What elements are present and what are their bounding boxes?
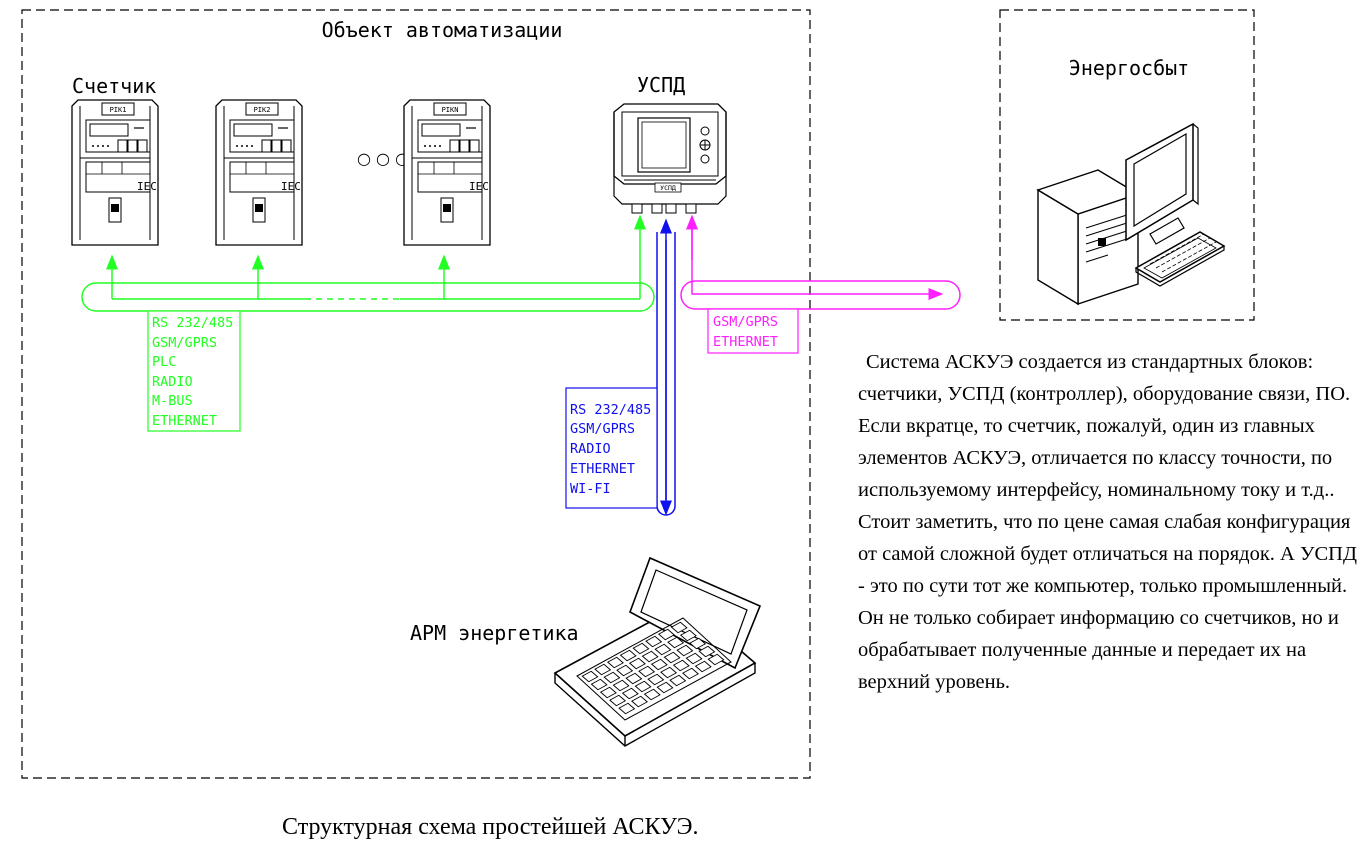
- laptop-key: [669, 674, 687, 687]
- laptop-key: [654, 643, 672, 656]
- laptop-key: [632, 642, 650, 655]
- laptop-key: [618, 702, 636, 715]
- meter-1-tag: PIK1: [110, 106, 127, 114]
- laptop-key: [619, 649, 637, 662]
- laptop-key: [679, 629, 697, 642]
- energosbyt-link: [680, 214, 961, 310]
- energosbyt-proto-2: ETHERNET: [713, 334, 778, 350]
- meters-bus: [81, 214, 655, 312]
- workstation-link-protocols: RS 232/485 GSM/GPRS RADIO ETHERNET WI-FI: [565, 387, 659, 509]
- workstation-proto-3: RADIO: [570, 441, 611, 457]
- laptop-key: [658, 628, 675, 641]
- laptop-key: [609, 694, 627, 707]
- uspd-label: УСПД: [637, 73, 685, 97]
- meters-bus-protocols: RS 232/485 GSM/GPRS PLC RADIO M-BUS ETHE…: [147, 310, 241, 432]
- energosbyt-computer: [1037, 123, 1225, 305]
- workstation-proto-4: ETHERNET: [570, 461, 635, 477]
- laptop-key: [667, 636, 685, 649]
- laptop-key: [590, 678, 608, 691]
- figure-caption: Структурная схема простейшей АСКУЭ.: [282, 814, 699, 840]
- energosbyt-link-protocols: GSM/GPRS ETHERNET: [707, 308, 799, 354]
- laptop-key: [647, 673, 665, 686]
- meter-2-tag: PIK2: [254, 106, 271, 114]
- laptop-key: [634, 680, 652, 693]
- laptop-key: [643, 688, 661, 701]
- meters-bus-proto-4: RADIO: [152, 374, 193, 390]
- workstation-proto-5: WI-FI: [570, 481, 611, 497]
- meter-n: PIKN IEC: [403, 99, 491, 246]
- meters-bus-proto-5: M-BUS: [152, 393, 193, 409]
- workstation-proto-1: RS 232/485: [570, 402, 651, 418]
- meter-n-iface: IEC: [469, 180, 489, 193]
- meter-group-label: Счетчик: [72, 74, 156, 98]
- laptop-key: [616, 664, 634, 677]
- laptop-key: [603, 671, 621, 684]
- laptop-key: [594, 663, 612, 676]
- meters-bus-proto-6: ETHERNET: [152, 413, 217, 429]
- laptop-key: [628, 657, 646, 670]
- zone-automation-object: [21, 9, 811, 779]
- meters-bus-proto-3: PLC: [152, 354, 176, 370]
- laptop-key: [607, 656, 624, 669]
- workstation-laptop: [554, 557, 761, 747]
- laptop-key: [672, 659, 690, 672]
- meter-1: PIK1 IEC: [71, 99, 159, 246]
- meter-2: PIK2 IEC: [215, 99, 303, 246]
- zone-energosbyt: [999, 9, 1255, 321]
- laptop-key: [650, 658, 668, 671]
- laptop-key: [599, 686, 617, 699]
- meter-n-tag: PIKN: [442, 106, 459, 114]
- workstation-label: АРМ энергетика: [410, 621, 579, 645]
- description-text: Система АСКУЭ создается из стандартных б…: [858, 346, 1358, 698]
- laptop-key: [660, 666, 678, 679]
- laptop-key: [663, 651, 681, 664]
- laptop-key: [682, 667, 699, 680]
- laptop-key: [670, 621, 688, 634]
- laptop-key: [631, 695, 648, 708]
- laptop-key: [656, 681, 674, 694]
- meters-ellipsis: ○ ○ ○: [357, 149, 409, 168]
- svg-text:RS 232/485 GSM/GPRS: RS 232/485 GSM/GPRS RADIO ETHERNET WI-FI: [570, 402, 659, 497]
- workstation-link: [656, 218, 676, 516]
- laptop-key: [641, 650, 659, 663]
- laptop-key: [645, 635, 663, 648]
- laptop-key: [707, 653, 725, 666]
- workstation-proto-2: GSM/GPRS: [570, 421, 635, 437]
- zone-automation-object-title: Объект автоматизации: [322, 18, 563, 42]
- description-paragraph: Система АСКУЭ создается из стандартных б…: [858, 351, 1357, 693]
- uspd-tag: УСПД: [660, 184, 676, 192]
- laptop-key: [612, 679, 630, 692]
- laptop-key: [581, 670, 599, 683]
- meter-1-iface: IEC: [137, 180, 157, 193]
- laptop-key: [689, 637, 707, 650]
- meter-2-iface: IEC: [281, 180, 301, 193]
- svg-text:GSM/GPRS ETHERNET: GSM/GPRS ETHERNET: [713, 314, 786, 350]
- laptop-key: [625, 672, 643, 685]
- meters-bus-proto-1: RS 232/485: [152, 315, 233, 331]
- laptop-key: [676, 644, 694, 657]
- meters-bus-proto-2: GSM/GPRS: [152, 335, 217, 351]
- zone-energosbyt-title: Энергосбыт: [1069, 56, 1189, 80]
- uspd-controller: УСПД: [613, 103, 727, 214]
- laptop-key: [621, 687, 639, 700]
- laptop-key: [638, 665, 656, 678]
- svg-text:RS 232/485 GSM/GPRS: RS 232/485 GSM/GPRS PLC RADIO M-BUS ETHE…: [152, 315, 241, 429]
- laptop-key: [694, 660, 712, 673]
- energosbyt-proto-1: GSM/GPRS: [713, 314, 778, 330]
- laptop-key: [685, 652, 703, 665]
- laptop-key: [698, 645, 716, 658]
